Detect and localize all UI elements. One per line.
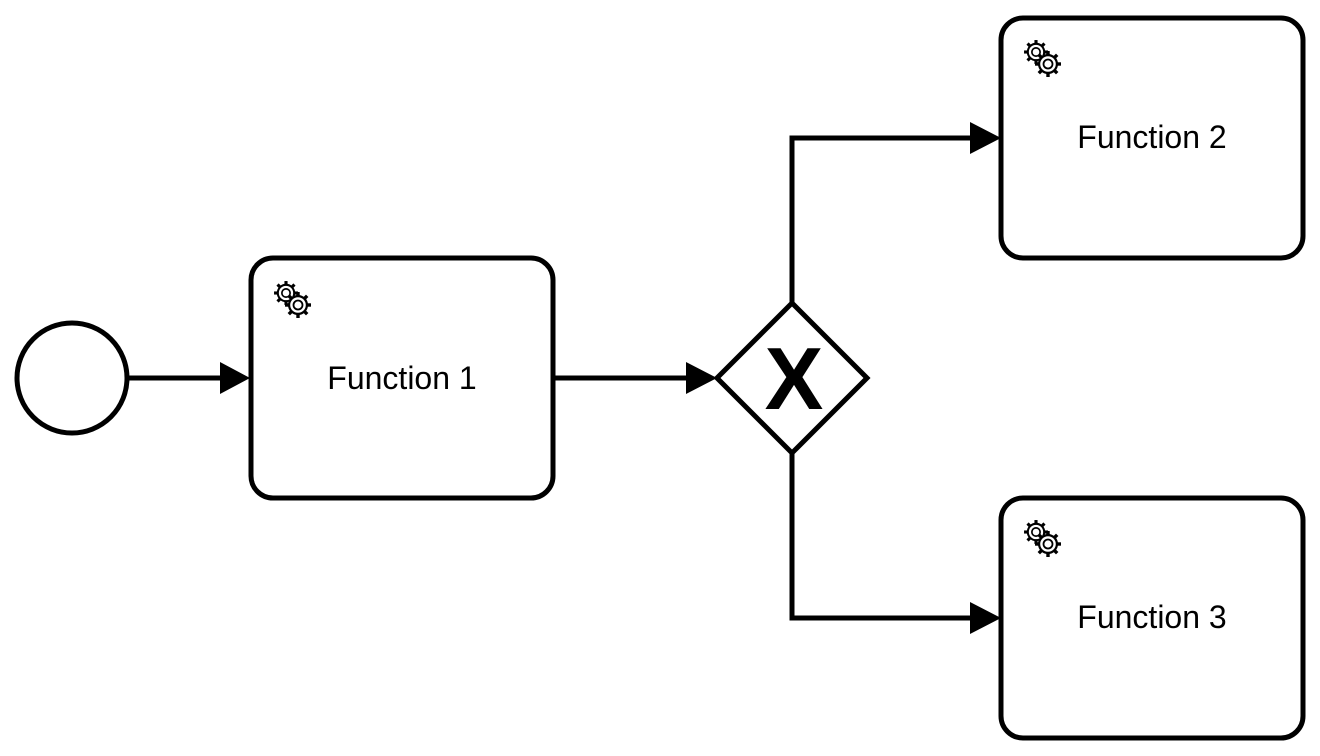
sequence-flows bbox=[127, 135, 972, 621]
arrowhead-to-function-3 bbox=[970, 602, 1001, 634]
arrowhead-to-gateway bbox=[686, 362, 717, 394]
flow-arrowheads bbox=[220, 122, 1001, 634]
task-function-1[interactable]: Function 1 bbox=[248, 255, 556, 501]
task-function-2[interactable]: Function 2 bbox=[998, 15, 1306, 261]
arrowhead-to-function-1 bbox=[220, 362, 250, 394]
start-event[interactable] bbox=[14, 320, 130, 436]
task-function-3[interactable]: Function 3 bbox=[998, 495, 1306, 741]
task-label: Function 2 bbox=[1077, 119, 1226, 155]
flow-gateway-to-function-3[interactable] bbox=[789, 453, 972, 621]
task-box bbox=[998, 15, 1306, 261]
flow-gateway-to-function-2[interactable] bbox=[789, 135, 972, 303]
arrowhead-to-function-2 bbox=[970, 122, 1001, 154]
task-label: Function 1 bbox=[327, 360, 476, 396]
task-box bbox=[998, 495, 1306, 741]
gateway-x-marker: X bbox=[765, 329, 824, 428]
task-box bbox=[248, 255, 556, 501]
exclusive-gateway[interactable]: X bbox=[713, 299, 871, 457]
gateway-diamond bbox=[713, 299, 871, 457]
task-label: Function 3 bbox=[1077, 599, 1226, 635]
